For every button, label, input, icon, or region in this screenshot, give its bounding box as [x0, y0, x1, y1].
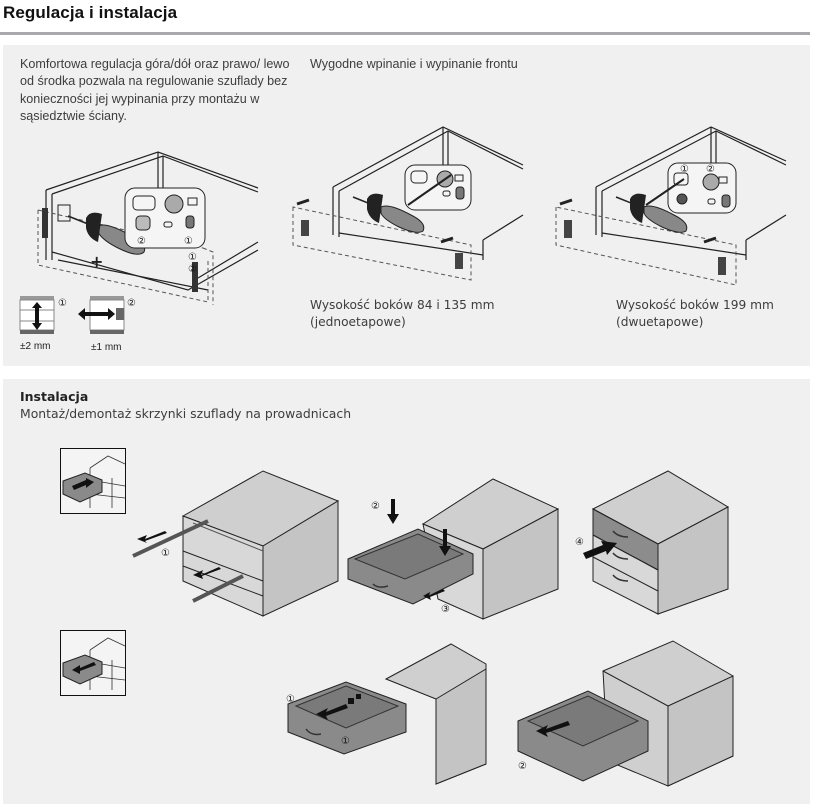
two-stage-front-illustration: ① ②	[555, 126, 787, 286]
vertical-adjustment-label: ±2 mm	[20, 341, 51, 352]
side-height-84-135-label: Wysokość boków 84 i 135 mm (jednoetapowe…	[310, 297, 495, 332]
removal-step-2-marker: ②	[518, 761, 527, 772]
marker-2: ②	[137, 236, 146, 247]
removal-step-1-illustration: ① ①	[286, 643, 487, 785]
side-height-84-135-line2: (jednoetapowe)	[310, 315, 406, 330]
step-1-pull-rails-illustration: ①	[132, 470, 340, 617]
side-height-84-135-line1: Wysokość boków 84 i 135 mm	[310, 298, 495, 312]
side-height-199-line1: Wysokość boków 199 mm	[616, 298, 774, 312]
side-height-199-line2: (dwuetapowe)	[616, 315, 704, 330]
horizontal-adjustment-label: ±1 mm	[91, 342, 122, 353]
adjustment-drawer-illustration: + ② ① ① ②	[37, 151, 259, 305]
step-2-marker: ②	[371, 501, 380, 512]
removal-step-1-marker: ①	[341, 736, 350, 747]
side-height-199-label: Wysokość boków 199 mm (dwuetapowe)	[616, 297, 774, 332]
removal-thumbnail-icon	[60, 630, 126, 696]
marker-2: ②	[706, 164, 715, 175]
installation-panel: Instalacja Montaż/demontaż skrzynki szuf…	[3, 379, 810, 804]
removal-step-1-marker: ①	[286, 694, 295, 705]
step-2-3-insert-drawer-illustration: ② ③	[347, 478, 560, 620]
vertical-adjustment-icon: ①	[19, 296, 67, 334]
mounting-thumbnail-icon	[60, 448, 126, 514]
step-4-close-drawer-illustration: ④	[575, 470, 730, 615]
marker-1: ①	[680, 164, 689, 175]
step-3-marker: ③	[441, 604, 450, 615]
page-title: Regulacja i instalacja	[3, 3, 178, 22]
horizontal-adjustment-icon: ②	[78, 296, 136, 334]
title-divider	[0, 32, 810, 35]
installation-heading: Instalacja	[20, 389, 89, 404]
single-stage-front-illustration	[292, 126, 524, 281]
adjustment-intro-text: Komfortowa regulacja góra/dół oraz prawo…	[20, 57, 290, 123]
installation-subheading: Montaż/demontaż skrzynki szuflady na pro…	[20, 406, 352, 421]
step-1-marker: ①	[161, 548, 170, 559]
removal-step-2-illustration: ②	[517, 640, 734, 787]
marker-2: ②	[188, 264, 197, 275]
snap-front-text: Wygodne wpinanie i wypinanie frontu	[310, 57, 518, 71]
marker-1: ①	[188, 252, 197, 263]
step-4-marker: ④	[575, 537, 584, 548]
marker-1: ①	[58, 298, 67, 309]
adjustment-panel: Komfortowa regulacja góra/dół oraz prawo…	[3, 45, 810, 366]
marker-1: ①	[184, 236, 193, 247]
marker-2: ②	[127, 298, 136, 309]
plus-sign: +	[90, 252, 103, 271]
